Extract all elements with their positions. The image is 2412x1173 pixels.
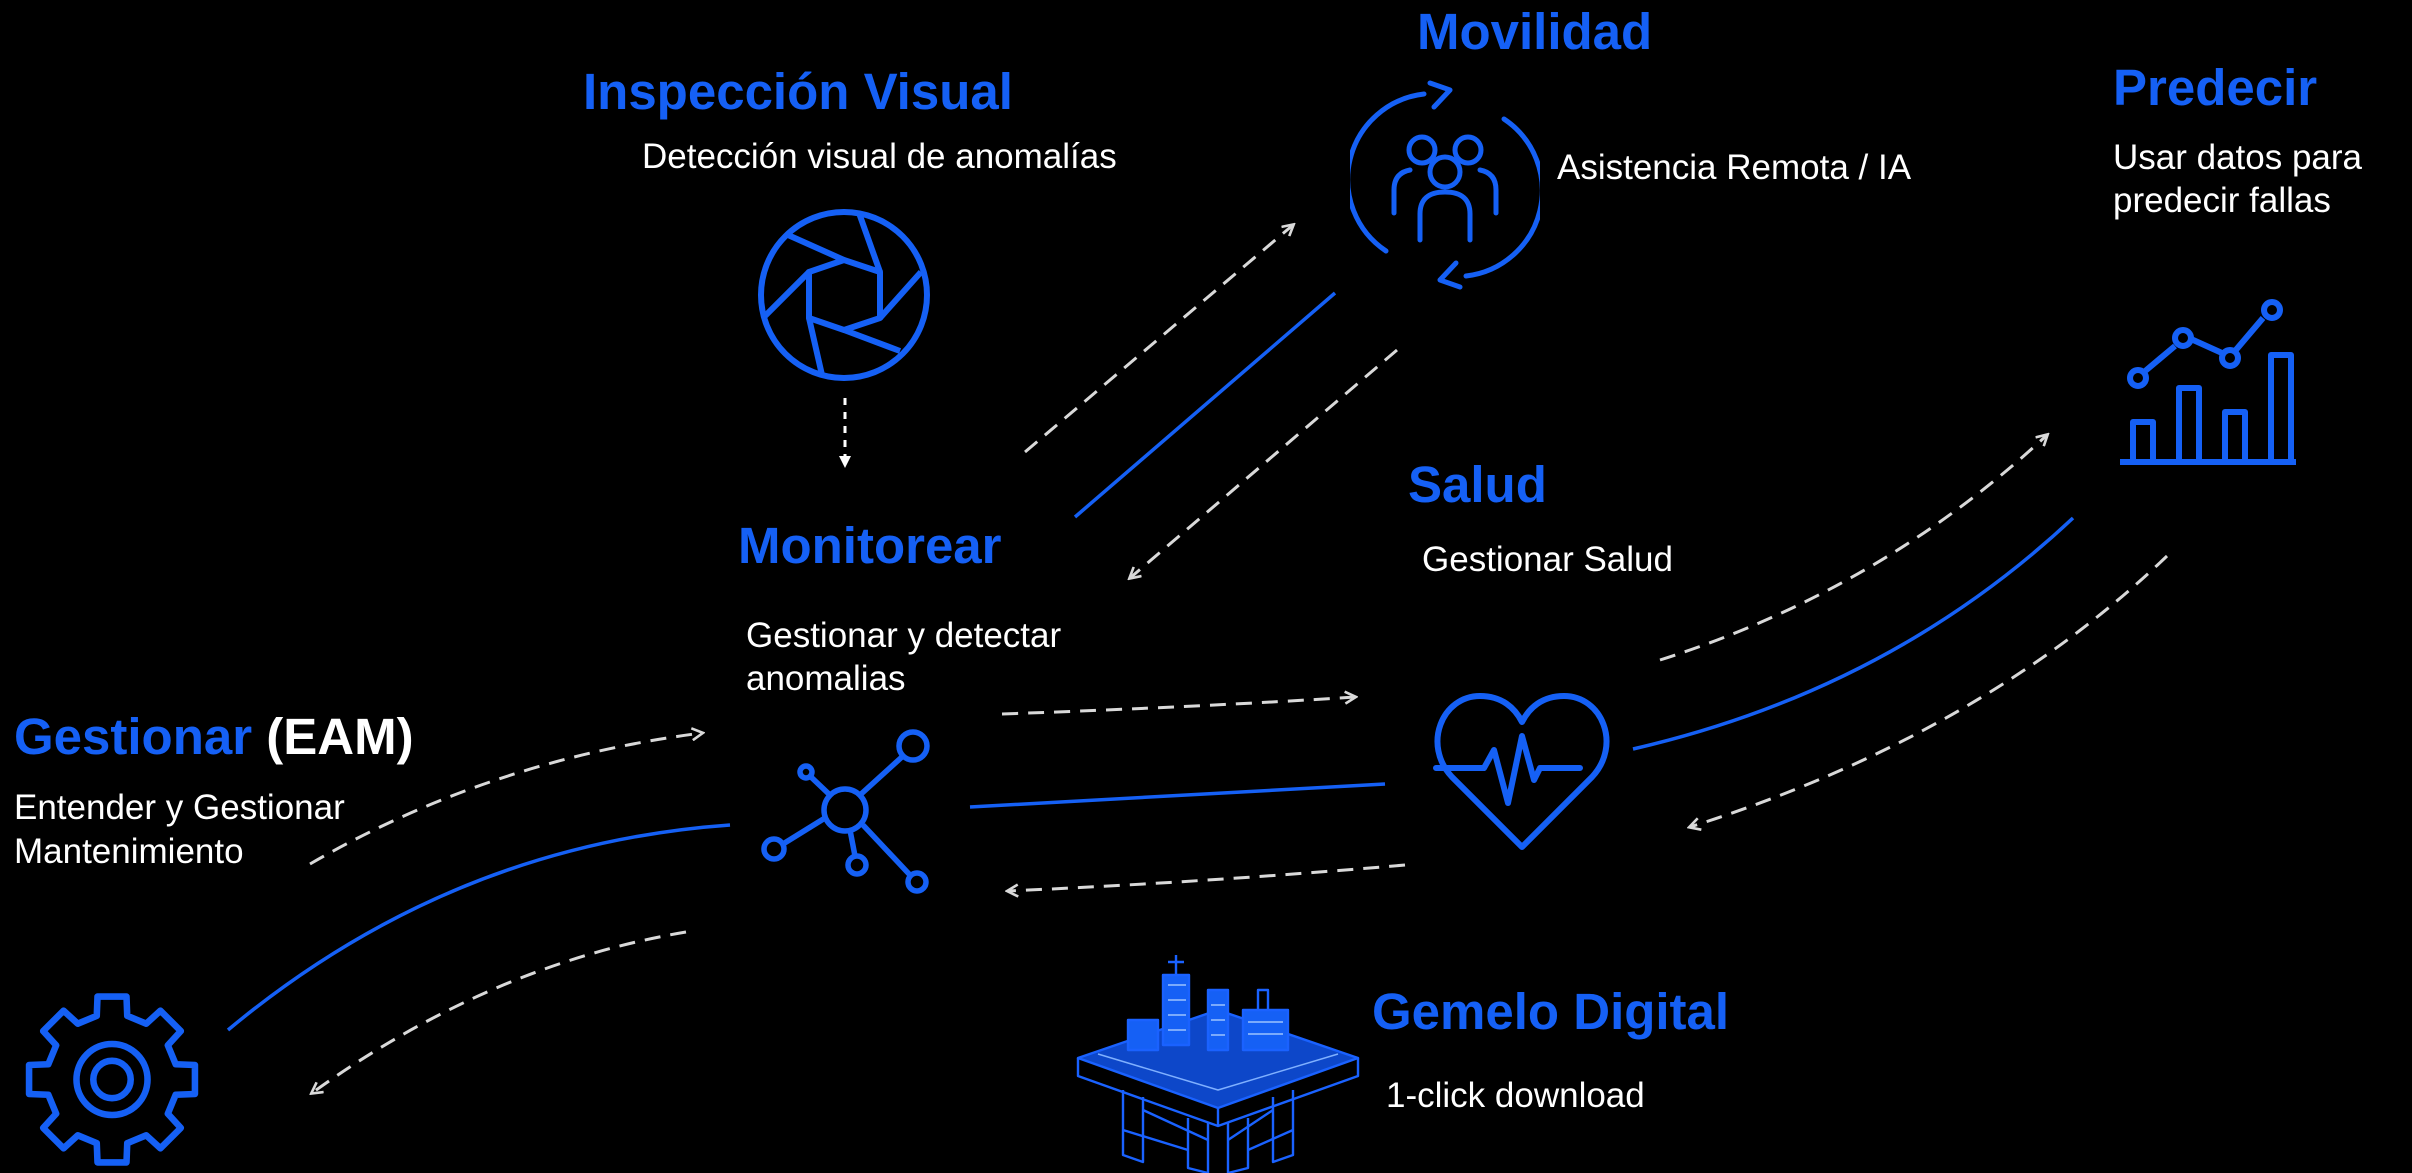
arrow-gestionar-to-monitorear [309, 733, 702, 866]
salud-desc: Gestionar Salud [1422, 540, 1673, 579]
salud-title: Salud [1408, 456, 1547, 513]
arrow-monitorear-to-salud [1001, 697, 1355, 716]
gestionar-title: Gestionar (EAM) [14, 711, 414, 762]
gemelo-desc: 1-click download [1386, 1076, 1645, 1115]
gestionar-desc-line2: Mantenimiento [14, 832, 244, 871]
team-cycle-icon [1350, 80, 1540, 290]
trend-bar-chart-icon [2120, 299, 2296, 465]
inspeccion-title: Inspección Visual [583, 63, 1013, 120]
monitorear-title: Monitorear [738, 517, 1002, 574]
network-hub-icon [761, 729, 930, 894]
gestionar-title-main: Gestionar [14, 708, 253, 765]
gemelo-title: Gemelo Digital [1372, 983, 1730, 1040]
link-monitorear-salud [969, 782, 1386, 809]
predecir-desc-line2: predecir fallas [2113, 181, 2331, 220]
arrow-salud-to-predecir [1659, 435, 2047, 662]
offshore-platform-icon [1076, 955, 1360, 1173]
arrow-salud-to-monitorear [1008, 863, 1406, 891]
gestionar-desc-line1: Entender y Gestionar [14, 788, 345, 827]
arrow-predecir-to-salud [1690, 554, 2169, 827]
predecir-desc-line1: Usar datos para [2113, 138, 2363, 177]
movilidad-title: Movilidad [1417, 3, 1653, 60]
predecir-title: Predecir [2113, 59, 2318, 116]
arrow-monitorear-to-gestionar [312, 930, 687, 1093]
arrow-monitorear-to-movilidad [1024, 225, 1293, 454]
movilidad-desc: Asistencia Remota / IA [1557, 148, 1912, 187]
arrow-movilidad-to-monitorear [1130, 348, 1398, 578]
inspeccion-desc: Detección visual de anomalías [642, 137, 1117, 176]
link-monitorear-movilidad [1073, 291, 1337, 519]
gestionar-title-suffix: (EAM) [266, 708, 414, 765]
heart-pulse-icon [1433, 693, 1610, 850]
link-gestionar-monitorear [226, 823, 731, 1032]
camera-aperture-icon [758, 209, 930, 381]
monitorear-desc-line2: anomalias [746, 659, 906, 698]
link-salud-predecir [1632, 516, 2075, 751]
monitorear-desc-line1: Gestionar y detectar [746, 616, 1062, 655]
gear-icon [25, 993, 199, 1166]
